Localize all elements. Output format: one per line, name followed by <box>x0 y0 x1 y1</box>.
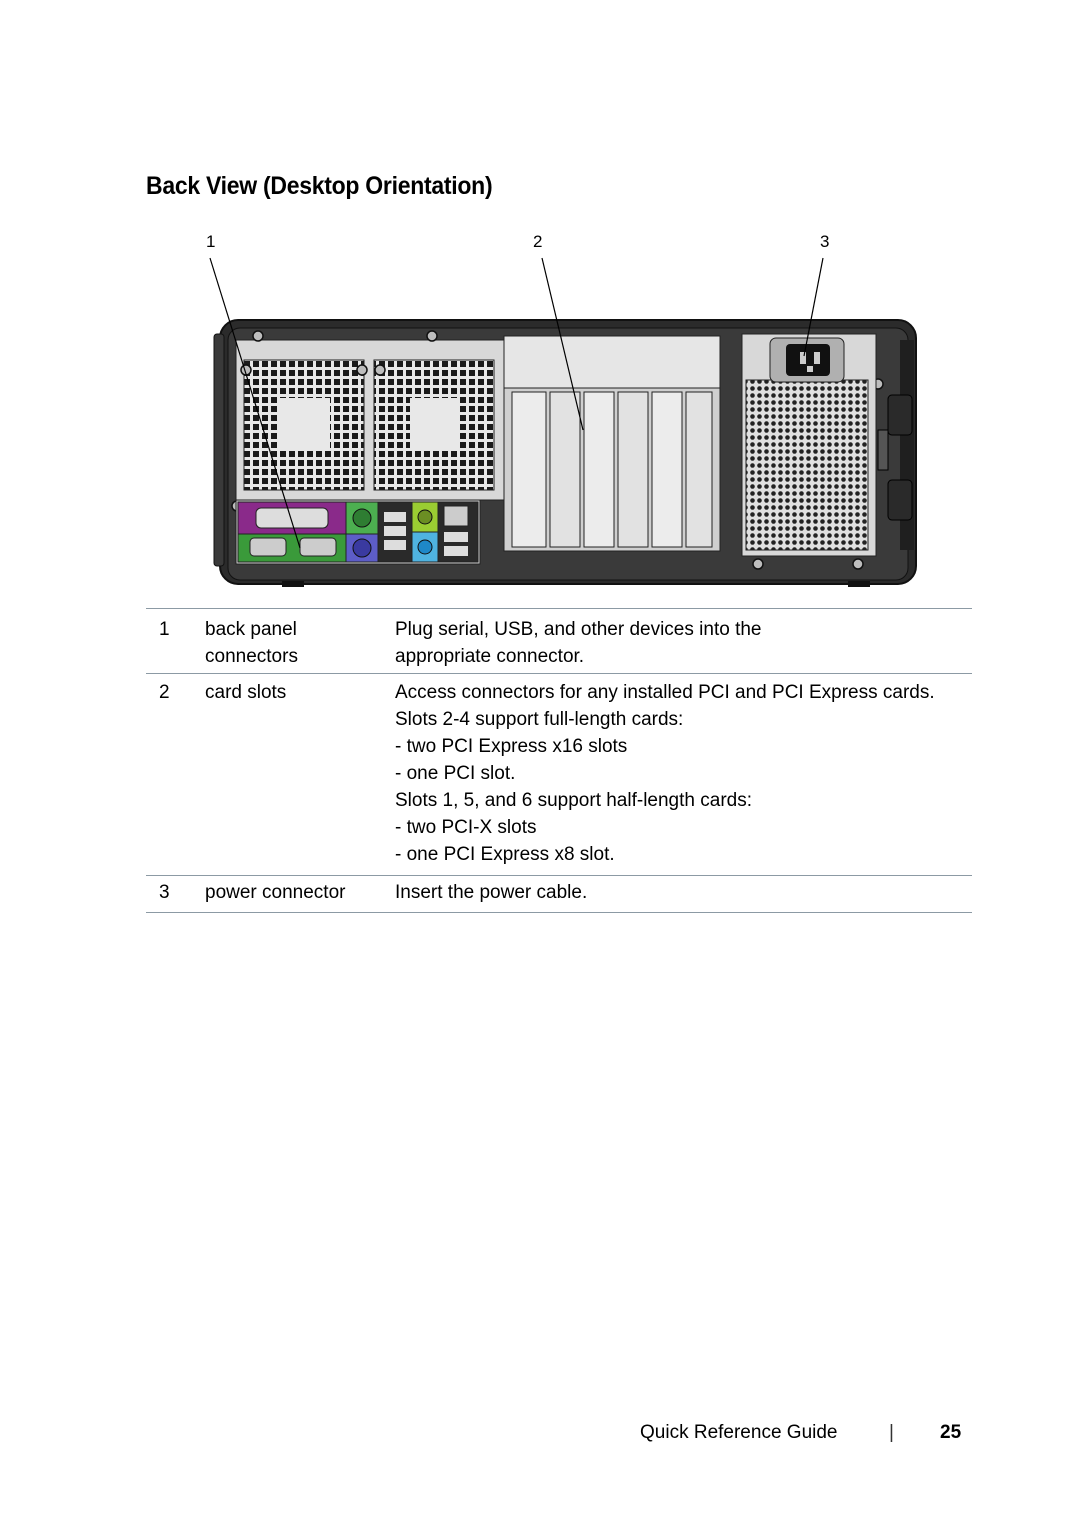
callout-number-3: 3 <box>820 232 830 251</box>
page-title: Back View (Desktop Orientation) <box>146 172 493 200</box>
computer-back-view-illustration <box>209 257 917 587</box>
callout-number-2: 2 <box>533 232 543 251</box>
page-number: 25 <box>940 1422 962 1443</box>
row-description: Access connectors for any installed PCI … <box>395 682 935 865</box>
row-description: Insert the power cable. <box>395 882 588 903</box>
card-slots <box>503 335 721 552</box>
row-name: power connector <box>205 882 346 903</box>
power-supply <box>741 333 877 557</box>
footer-guide-title: Quick Reference Guide <box>640 1422 838 1443</box>
callout-lines <box>209 257 824 549</box>
table-row: 1 back panel connectors Plug serial, USB… <box>146 608 972 673</box>
fan-left <box>243 359 365 491</box>
footer-separator: | <box>889 1422 894 1443</box>
callout-table: 1 back panel connectors Plug serial, USB… <box>146 608 972 913</box>
row-name: card slots <box>205 682 287 703</box>
row-number: 2 <box>159 682 170 703</box>
fan-right <box>373 359 495 491</box>
row-number: 3 <box>159 882 170 903</box>
row-number: 1 <box>159 619 170 640</box>
row-name: back panel connectors <box>205 619 298 667</box>
callout-number-1: 1 <box>206 232 216 251</box>
table-row: 2 card slots Access connectors for any i… <box>146 673 972 875</box>
row-description: Plug serial, USB, and other devices into… <box>395 619 762 667</box>
back-panel-connectors <box>235 499 481 565</box>
table-row: 3 power connector Insert the power cable… <box>146 875 972 913</box>
